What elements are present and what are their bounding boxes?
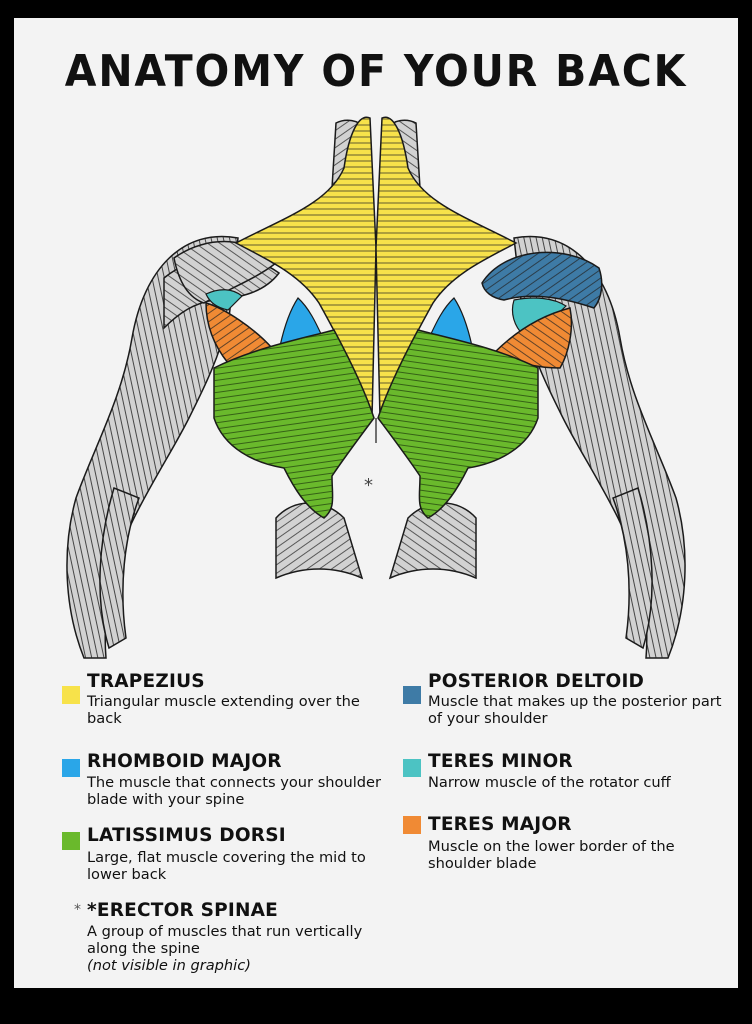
legend-desc: A group of muscles that run vertically a… <box>87 923 363 957</box>
legend-desc: Muscle that makes up the posterior part … <box>428 693 722 727</box>
legend-desc: The muscle that connects your shoulder b… <box>87 774 382 808</box>
legend-name: TERES MINOR <box>428 751 573 772</box>
legend-note: (not visible in graphic) <box>87 957 251 974</box>
legend-name: TERES MAJOR <box>428 814 572 835</box>
posterior-deltoid-swatch <box>403 686 421 704</box>
teres-major-right-hatch <box>494 308 572 368</box>
teres-major-swatch <box>403 816 421 834</box>
legend-desc: Large, flat muscle covering the mid to l… <box>87 849 366 883</box>
lower-back-muscles <box>275 502 477 580</box>
trapezius-swatch <box>62 686 80 704</box>
latissimus-dorsi-right-hatch <box>378 330 538 518</box>
legend: TRAPEZIUS Triangular muscle extending ov… <box>14 18 738 988</box>
latissimus-dorsi-swatch <box>62 832 80 850</box>
poster: ANATOMY OF YOUR BACK <box>14 18 738 988</box>
legend-name: LATISSIMUS DORSI <box>87 825 286 846</box>
legend-desc: Triangular muscle extending over the bac… <box>87 693 360 727</box>
legend-name: POSTERIOR DELTOID <box>428 671 645 692</box>
legend-name: RHOMBOID MAJOR <box>87 751 282 772</box>
left-shoulder-hatch <box>174 241 276 303</box>
teres-major-left-hatch <box>206 303 272 363</box>
erector-spinae-marker: * <box>364 475 373 496</box>
teres-minor-left <box>205 289 243 311</box>
teres-minor-swatch <box>403 759 421 777</box>
page-title: ANATOMY OF YOUR BACK <box>64 46 688 97</box>
legend-name: *ERECTOR SPINAE <box>87 900 279 921</box>
rhomboid-major-swatch <box>62 759 80 777</box>
left-arm-muscles <box>66 235 281 659</box>
posterior-deltoid-hatch <box>482 252 602 308</box>
erector-spinae-star: * <box>74 902 81 918</box>
legend-desc: Narrow muscle of the rotator cuff <box>428 774 671 791</box>
legend-name: TRAPEZIUS <box>87 671 205 692</box>
back-anatomy-figure: * <box>66 116 686 659</box>
legend-desc: Muscle on the lower border of the should… <box>428 838 675 872</box>
latissimus-dorsi-left-hatch <box>214 330 374 518</box>
